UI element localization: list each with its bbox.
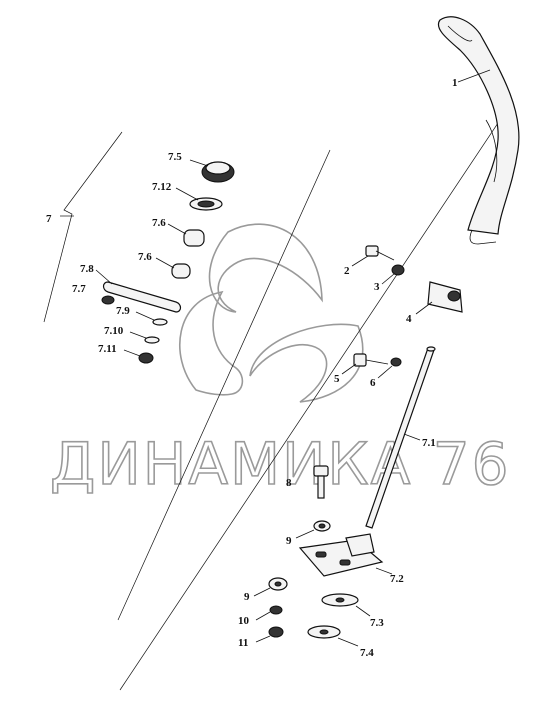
callout-7-2: 7.2 bbox=[390, 573, 404, 585]
part-9-upper-nut bbox=[313, 520, 331, 532]
callout-7-8: 7.8 bbox=[80, 263, 94, 275]
callout-7-10: 7.10 bbox=[104, 325, 124, 337]
part-7-7-nut bbox=[101, 295, 115, 305]
watermark-logo bbox=[178, 223, 364, 403]
part-7-6-lower-bushing bbox=[171, 263, 191, 279]
callout-3: 3 bbox=[374, 281, 380, 293]
part-7-9-washer bbox=[152, 318, 168, 326]
leader-7-4 bbox=[337, 637, 359, 647]
callout-5: 5 bbox=[334, 373, 340, 385]
callout-10: 10 bbox=[238, 615, 250, 627]
callout-7-6a: 7.6 bbox=[152, 217, 166, 229]
callout-7-4: 7.4 bbox=[360, 647, 374, 659]
part-7-10-washer bbox=[144, 336, 160, 344]
leader-7-8 bbox=[95, 269, 113, 285]
leader-2 bbox=[351, 255, 369, 267]
part-7-2-bracket bbox=[298, 533, 384, 577]
part-7-8-link-plate bbox=[102, 281, 182, 313]
leader-7-1 bbox=[403, 433, 421, 441]
callout-7-3: 7.3 bbox=[370, 617, 384, 629]
leader-5 bbox=[341, 363, 357, 375]
part-3-nut bbox=[391, 264, 405, 276]
watermark-text: ДИНАМИКА 76 bbox=[50, 430, 511, 498]
leader-7-12 bbox=[175, 187, 199, 201]
leader-7-3 bbox=[355, 605, 371, 617]
leader-7-10 bbox=[129, 331, 147, 339]
leader-11 bbox=[255, 635, 271, 643]
callout-7-6b: 7.6 bbox=[138, 251, 152, 263]
part-11-nut bbox=[268, 626, 284, 638]
callout-4: 4 bbox=[406, 313, 412, 325]
leader-10 bbox=[255, 611, 271, 621]
callout-1: 1 bbox=[452, 77, 458, 89]
callout-7-5: 7.5 bbox=[168, 151, 182, 163]
leader-7-6b bbox=[155, 257, 175, 269]
leader-7-6a bbox=[167, 223, 187, 235]
part-10-spring-washer bbox=[269, 605, 283, 615]
part-6-nut bbox=[390, 357, 402, 367]
callout-9b: 9 bbox=[244, 591, 250, 603]
part-7-4-disc bbox=[307, 625, 341, 639]
callout-6: 6 bbox=[370, 377, 376, 389]
leader-6 bbox=[377, 365, 393, 379]
part-7-12-washer bbox=[189, 197, 223, 211]
part-7-6-upper-bushing bbox=[183, 229, 205, 247]
assembly-7-bracket bbox=[43, 131, 123, 323]
part-7-1-rod bbox=[365, 346, 436, 529]
part-7-3-disc bbox=[321, 593, 359, 607]
leader-7-11 bbox=[123, 349, 141, 357]
part-9-lower-washer bbox=[268, 577, 288, 591]
callout-7-9: 7.9 bbox=[116, 305, 130, 317]
handle-part bbox=[437, 16, 520, 245]
callout-7-12: 7.12 bbox=[152, 181, 172, 193]
callout-2: 2 bbox=[344, 265, 350, 277]
leader-7-9 bbox=[135, 311, 155, 321]
callout-7-1: 7.1 bbox=[422, 437, 436, 449]
callout-7-11: 7.11 bbox=[98, 343, 117, 355]
leader-7-5 bbox=[189, 159, 209, 167]
part-8-bolt bbox=[313, 465, 329, 499]
part-2-bolt bbox=[365, 245, 395, 261]
callout-11: 11 bbox=[238, 637, 248, 649]
leader-4 bbox=[415, 301, 433, 315]
leader-9a bbox=[295, 529, 315, 539]
callout-7: 7 bbox=[46, 213, 52, 225]
part-7-11-nut bbox=[138, 352, 154, 364]
axis-line-left bbox=[117, 149, 331, 621]
leader-3 bbox=[381, 273, 395, 285]
part-4-clamp bbox=[427, 281, 463, 313]
part-5-bolt bbox=[353, 353, 389, 367]
leader-9b bbox=[253, 587, 271, 597]
leader-7-2 bbox=[375, 567, 393, 575]
callout-7-7: 7.7 bbox=[72, 283, 86, 295]
callout-9a: 9 bbox=[286, 535, 292, 547]
part-7-5-gear bbox=[201, 161, 235, 183]
callout-8: 8 bbox=[286, 477, 292, 489]
axis-line-right bbox=[119, 119, 501, 691]
leader-1 bbox=[457, 69, 491, 83]
